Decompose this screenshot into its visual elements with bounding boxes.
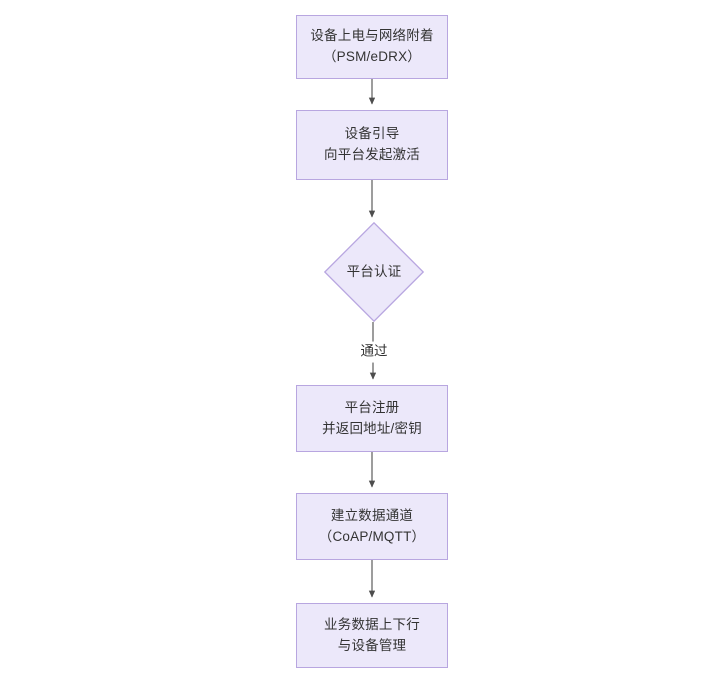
node-data-channel-label: 建立数据通道 （CoAP/MQTT） — [318, 507, 426, 544]
node-platform-register-label: 平台注册 并返回地址/密钥 — [322, 399, 422, 436]
node-power-on-label: 设备上电与网络附着 （PSM/eDRX） — [310, 28, 434, 64]
node-business-data-label: 业务数据上下行 与设备管理 — [324, 616, 420, 653]
node-platform-register[interactable]: 平台注册 并返回地址/密钥 — [296, 385, 448, 452]
node-power-on[interactable]: 设备上电与网络附着 （PSM/eDRX） — [296, 15, 448, 79]
node-bootstrap[interactable]: 设备引导 向平台发起激活 — [296, 110, 448, 180]
diamond-shape — [324, 222, 424, 322]
node-business-data[interactable]: 业务数据上下行 与设备管理 — [296, 603, 448, 668]
edge-label-pass: 通过 — [356, 341, 392, 363]
node-platform-auth[interactable]: 平台认证 — [324, 222, 424, 322]
node-data-channel[interactable]: 建立数据通道 （CoAP/MQTT） — [296, 493, 448, 560]
node-platform-auth-label: 平台认证 — [346, 263, 402, 279]
node-bootstrap-label: 设备引导 向平台发起激活 — [324, 126, 420, 162]
